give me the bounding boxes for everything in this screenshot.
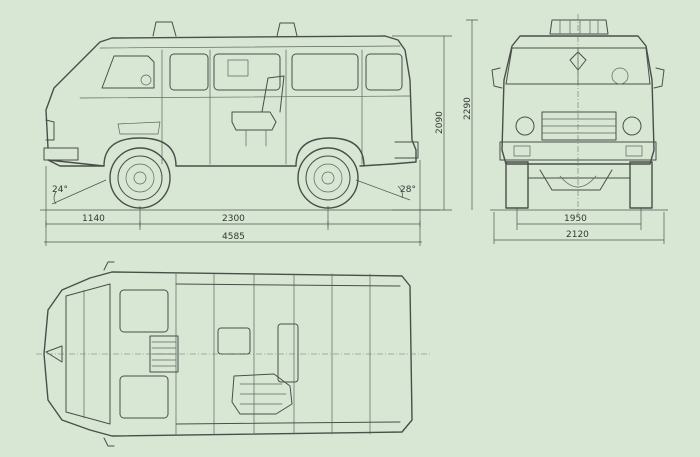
dim-ticks	[45, 221, 421, 227]
rear-wheel-arch	[295, 137, 365, 167]
top-mirror-right	[103, 437, 115, 447]
departure-angle-label: 28°	[400, 185, 416, 195]
height-roof-dim	[392, 35, 452, 211]
mirror-right	[653, 67, 665, 89]
track-label: 1950	[564, 214, 587, 224]
top-body-outline	[43, 271, 413, 437]
overall-length-label: 4585	[222, 232, 245, 242]
side-body-outline	[45, 35, 417, 167]
rear-bench	[277, 323, 299, 383]
driver-window	[101, 55, 155, 89]
roof-rails	[175, 283, 401, 425]
height-overall-label: 2290	[463, 97, 473, 120]
side-window-3	[291, 53, 359, 91]
door-seams	[161, 49, 363, 165]
departure-angle-line	[355, 179, 411, 201]
front-wheel-arch	[103, 137, 177, 167]
step-panel	[117, 121, 161, 135]
departure-angle-arc	[397, 185, 403, 199]
top-view	[36, 261, 430, 447]
window-sign	[227, 59, 249, 77]
roof-beacon-front	[152, 21, 177, 37]
stretcher-seat	[231, 373, 293, 415]
headlight-left	[515, 116, 535, 136]
wheelbase-label: 2300	[222, 214, 245, 224]
front-overhang-label: 1140	[82, 214, 105, 224]
approach-angle-arc	[53, 191, 57, 205]
hood-panel	[65, 283, 111, 425]
roof-rib	[99, 45, 401, 49]
front-emblem	[569, 51, 587, 71]
headlight-right	[622, 116, 642, 136]
front-wheel	[109, 147, 171, 209]
rear-wheel	[297, 147, 359, 209]
steering-wheel	[611, 67, 629, 85]
front-tire-left	[505, 161, 529, 209]
beacon-segments	[559, 19, 599, 35]
fog-light-left	[513, 145, 531, 157]
overall-width-label: 2120	[566, 230, 589, 240]
interior-seat	[231, 75, 285, 131]
passenger-seat	[119, 375, 169, 419]
front-body-outline	[501, 35, 655, 165]
front-view	[490, 14, 668, 214]
front-bumper-front	[499, 141, 657, 161]
height-overall-dim	[466, 19, 478, 210]
front-bumper	[43, 147, 79, 161]
front-extension-lines	[493, 208, 665, 244]
side-window-2	[213, 53, 281, 91]
side-window-4	[365, 53, 403, 91]
roof-beacon-rear	[276, 22, 298, 37]
stretcher-detail	[239, 383, 287, 405]
rear-bumper	[394, 141, 419, 159]
side-dimensions: 1140 2300 4585 2090 2290	[44, 19, 478, 246]
approach-angle-line	[51, 179, 107, 205]
windshield	[505, 47, 651, 85]
front-tire-right	[629, 161, 653, 209]
side-mirror	[140, 74, 152, 86]
front-axle	[527, 169, 631, 191]
side-view: 24° 28°	[40, 21, 440, 211]
mirror-left	[491, 67, 503, 89]
top-mirror-left	[103, 261, 115, 271]
engine-cover-ribs	[151, 341, 177, 367]
approach-angle-label: 24°	[52, 185, 68, 195]
headlight-side	[45, 119, 55, 141]
front-dimensions: 1950 2120	[493, 208, 665, 244]
fog-light-right	[625, 145, 643, 157]
seat-legs	[245, 129, 267, 147]
extension-lines	[45, 160, 421, 246]
roof-beacon-bar	[549, 19, 609, 35]
grille-slats	[541, 118, 617, 134]
driver-seat	[119, 289, 169, 333]
rear-seat-a	[217, 327, 251, 355]
side-window-1	[169, 53, 209, 91]
belt-line	[79, 95, 411, 99]
height-roof-label: 2090	[435, 111, 445, 134]
